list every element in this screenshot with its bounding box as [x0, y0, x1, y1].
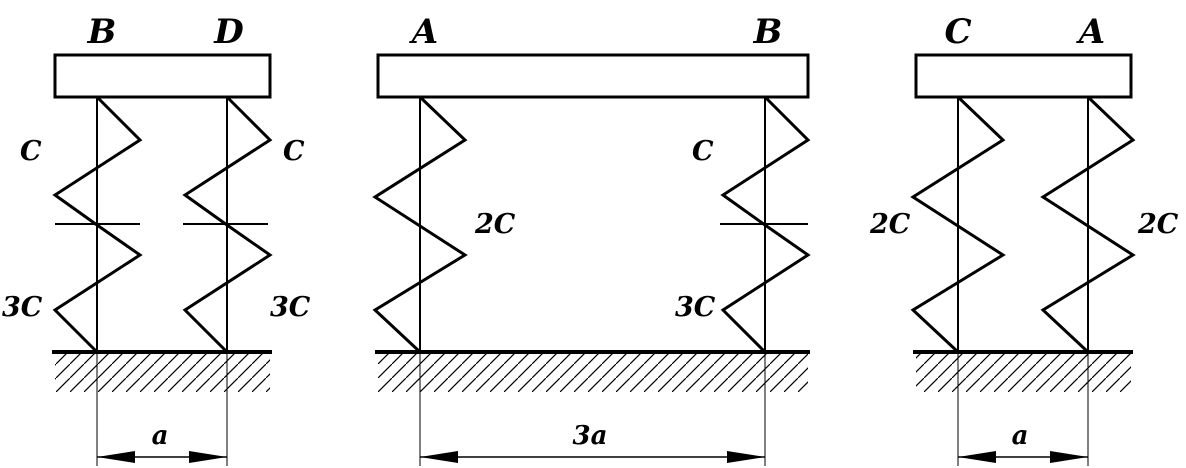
panel-3-arrow-left [958, 451, 996, 463]
panel-1-arrow-right [189, 451, 227, 463]
panel-3-dimension-label: a [1012, 421, 1029, 451]
panel-1-label-left-top: B [87, 12, 117, 52]
panel-2-label-right-top: B [753, 12, 783, 52]
panel-2-rigid-beam [376, 53, 810, 99]
panel-2-arrow-left [420, 451, 458, 463]
panel-3-rigid-beam [914, 53, 1133, 99]
panel-2-label-left-top: A [409, 12, 438, 52]
panel-2-arrow-right [727, 451, 765, 463]
panel-1-spring-right-upper-label: C [283, 136, 305, 167]
panel-1-label-right-top: D [213, 12, 244, 52]
panel-2-spring-right-upper-label: C [692, 136, 714, 167]
panel-3-spring-right-label: 2C [1137, 209, 1179, 240]
panel-1-ground-hatch [55, 354, 270, 392]
panel-2-spring-left [372, 95, 468, 354]
panel-3-ground-hatch [916, 354, 1131, 392]
panel-3-spring-left-label: 2C [869, 209, 911, 240]
panel-3-label-left-top: C [944, 12, 971, 52]
panel-3-arrow-right [1050, 451, 1088, 463]
panel-2-spring-right-lower-label: 3C [675, 292, 716, 323]
panel-1-arrow-left [97, 451, 135, 463]
panel-1-spring-left-lower-label: 3C [2, 292, 43, 323]
panel-2-spring-left-label: 2C [474, 209, 516, 240]
panel-1-spring-left-upper-label: C [20, 136, 42, 167]
panel-1-rigid-beam [53, 53, 272, 99]
panel-1-spring-right-lower-label: 3C [270, 292, 311, 323]
panel-3-spring-right [1040, 95, 1136, 354]
panel-2-ground-hatch [378, 354, 808, 392]
panel-1-dimension-label: a [152, 421, 169, 451]
panel-2-dimension-label: 3a [573, 421, 608, 451]
panel-3 [910, 53, 1136, 466]
panel-2 [372, 53, 811, 466]
panel-3-spring-left [910, 95, 1006, 354]
panel-1 [52, 53, 273, 466]
panel-3-label-right-top: A [1076, 12, 1105, 52]
